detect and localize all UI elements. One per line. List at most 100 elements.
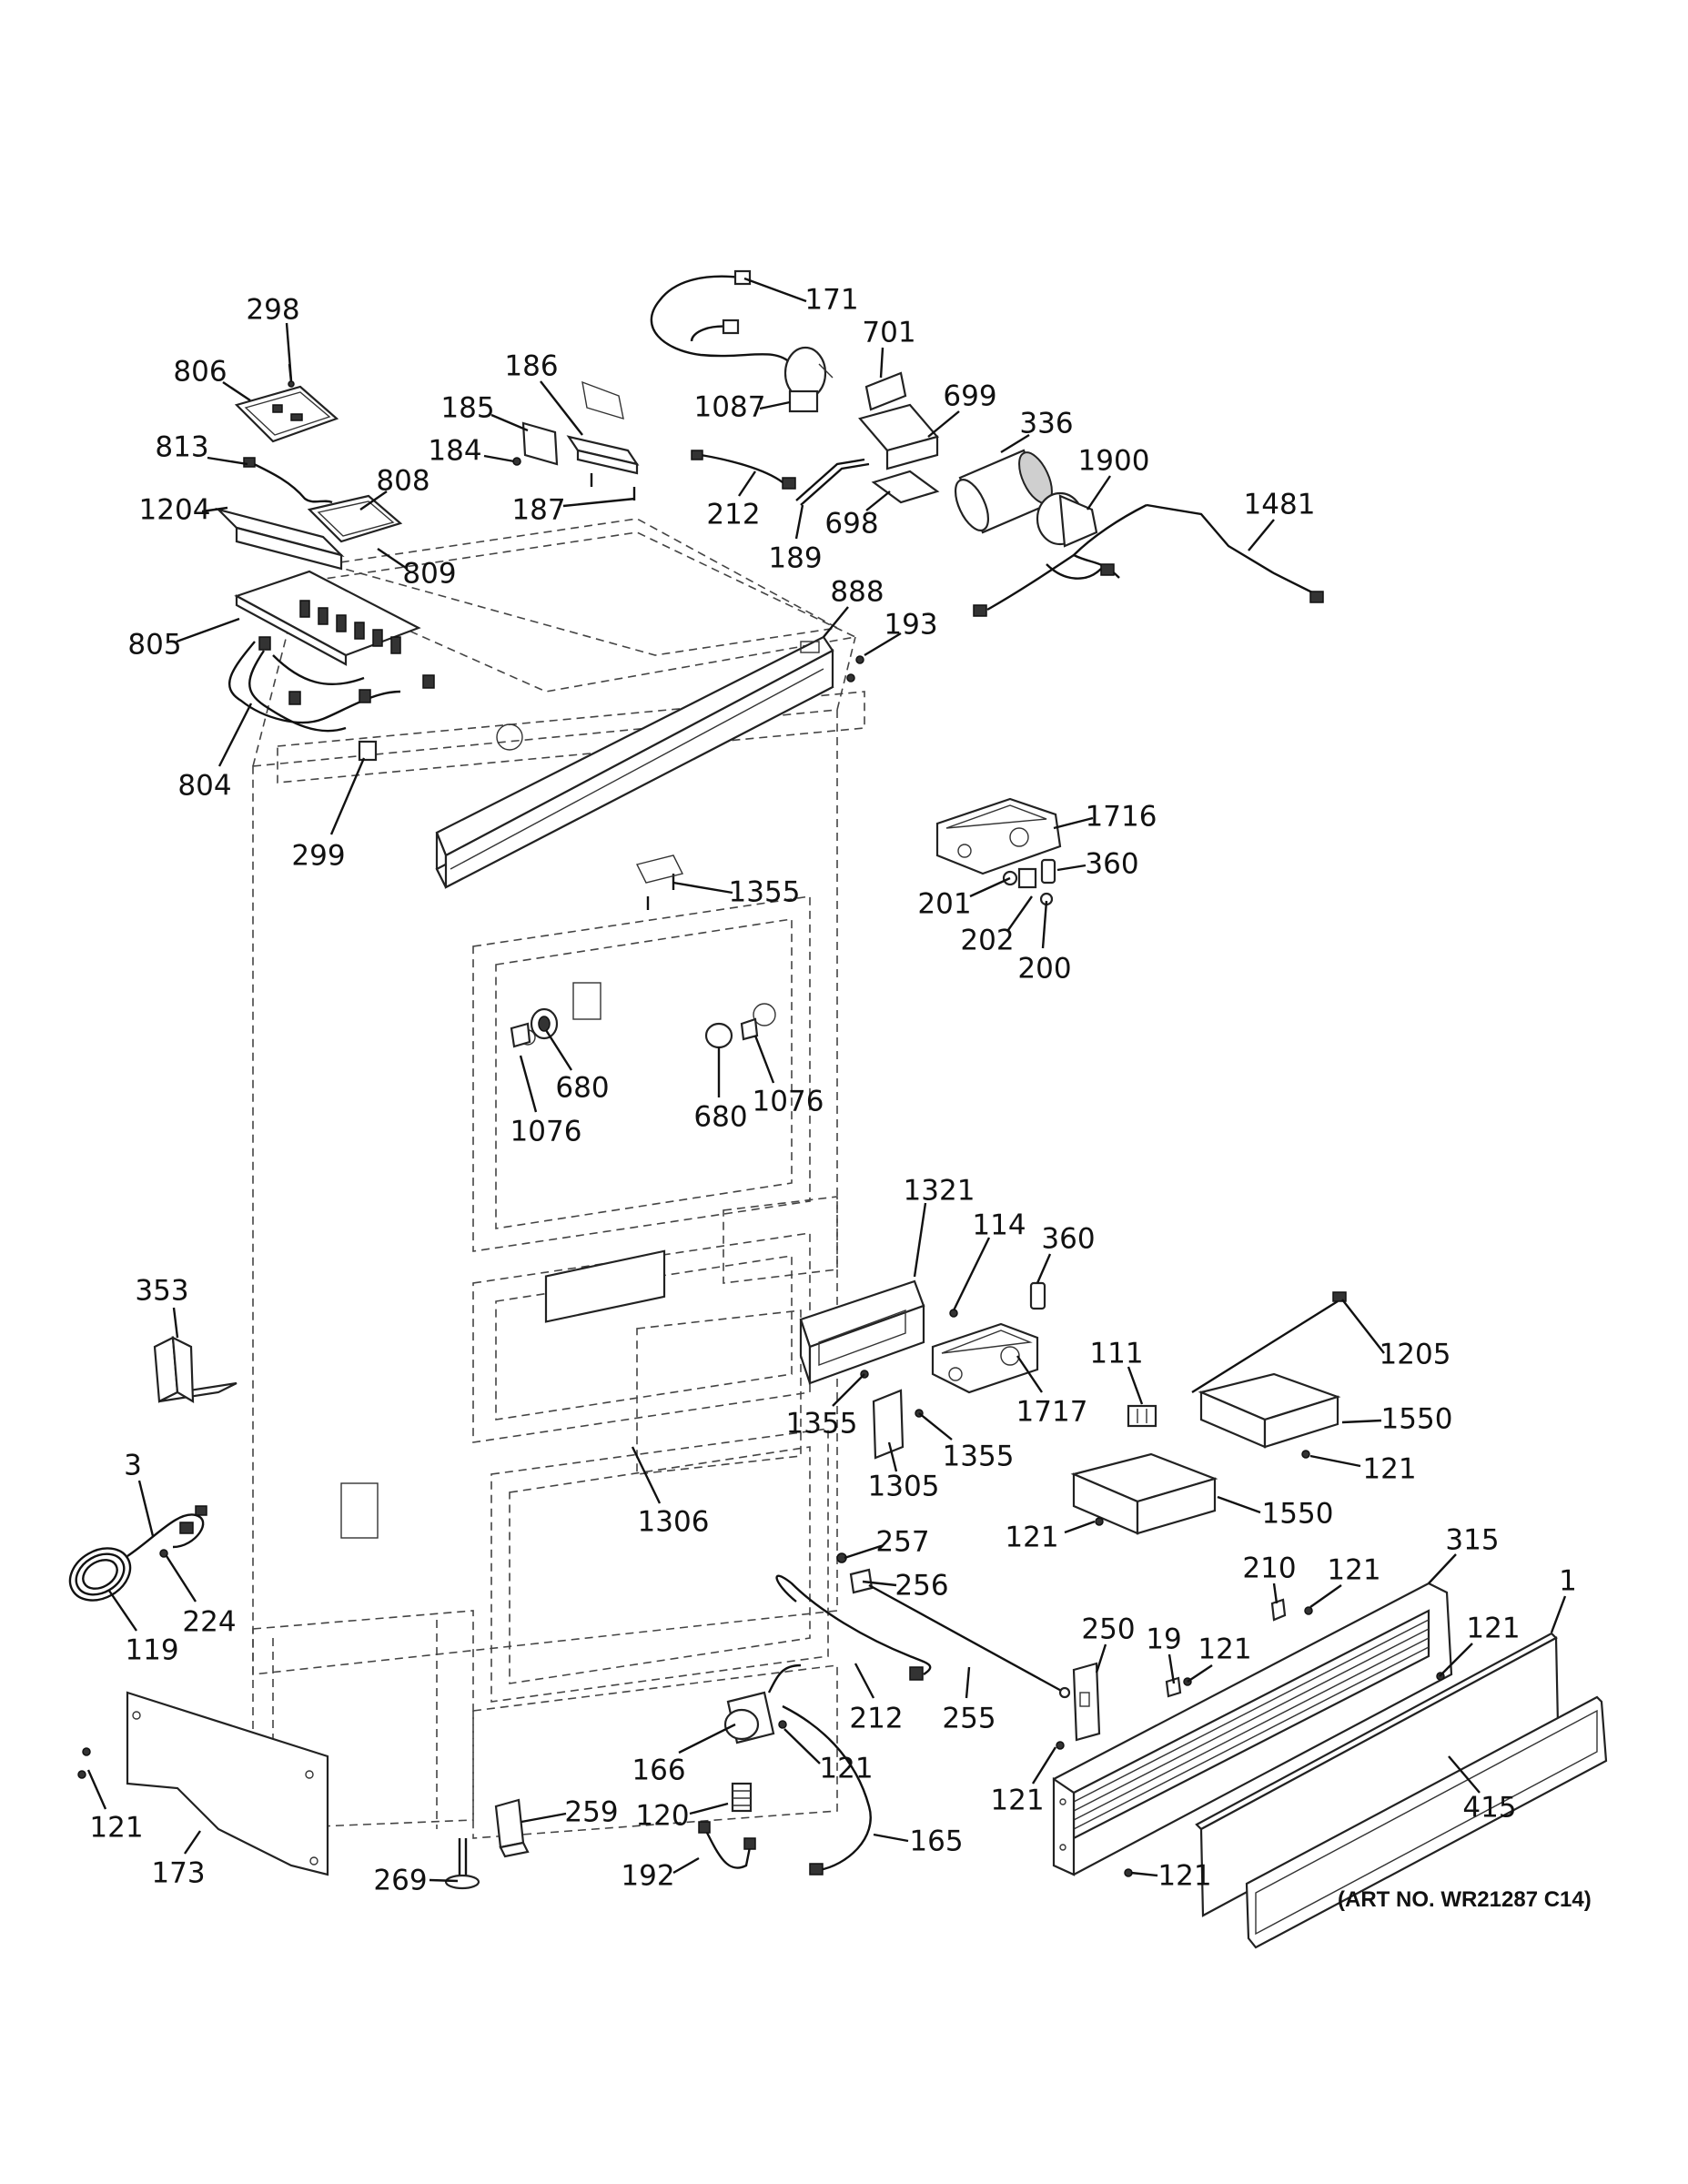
callout-number: 202 <box>960 925 1014 957</box>
switch-111 <box>1127 1404 1157 1428</box>
callout-number: 121 <box>1362 1453 1416 1486</box>
callout-number: 1550 <box>1262 1498 1334 1531</box>
leader-line <box>1309 1454 1361 1468</box>
callout-number: 1355 <box>786 1408 858 1441</box>
callout-number: 200 <box>1017 953 1071 986</box>
callout-number: 804 <box>177 770 231 803</box>
callout-number: 1900 <box>1078 445 1150 478</box>
panel-173 <box>126 1691 329 1876</box>
callout-number: 257 <box>875 1526 929 1559</box>
callout-number: 298 <box>246 294 299 327</box>
leader-line <box>832 1373 865 1407</box>
callout-number: 805 <box>127 629 181 662</box>
cover-1550-upper <box>1198 1372 1341 1449</box>
housing-699 <box>858 403 939 470</box>
callout-number: 680 <box>555 1072 609 1105</box>
bracket-353 <box>153 1336 238 1403</box>
callout-number: 698 <box>824 508 878 541</box>
leader-line <box>1064 1520 1096 1534</box>
callout-number: 224 <box>182 1606 236 1639</box>
callout-number: 192 <box>621 1860 674 1893</box>
callout-number: 121 <box>1157 1860 1211 1893</box>
leader-line <box>544 1029 573 1071</box>
board-808 <box>307 494 403 543</box>
leader-line <box>913 1202 927 1278</box>
callout-number: 806 <box>173 356 227 389</box>
bracket-202 <box>1017 867 1037 889</box>
panel-415 <box>1245 1695 1608 1949</box>
leader-line <box>108 1590 137 1632</box>
screw-121-bottom <box>1124 1868 1133 1877</box>
callout-number: 1355 <box>729 876 801 909</box>
leader-line <box>521 1812 567 1824</box>
leader-line <box>1439 1643 1473 1677</box>
tube-165 <box>782 1704 872 1876</box>
callout-number: 121 <box>1198 1633 1251 1666</box>
callout-number: 193 <box>884 609 937 642</box>
panel-1306 <box>544 1249 666 1323</box>
screw-184 <box>512 457 521 466</box>
leader-line <box>429 1878 459 1883</box>
leader-line <box>1007 895 1033 931</box>
callout-number: 1076 <box>510 1116 582 1148</box>
leader-line <box>1016 1355 1043 1393</box>
callout-number: 210 <box>1242 1552 1296 1585</box>
harness-212-lower <box>775 1574 932 1681</box>
leader-line <box>359 490 388 511</box>
callout-number: 121 <box>1327 1554 1380 1587</box>
clip-256 <box>849 1568 874 1594</box>
pin-360-lower <box>1029 1281 1046 1310</box>
cord-119 <box>68 1505 207 1602</box>
leader-line <box>927 410 960 438</box>
leader-line <box>285 322 293 381</box>
callout-number: 259 <box>564 1796 618 1829</box>
leader-line <box>137 1480 155 1537</box>
callout-number: 121 <box>819 1753 873 1785</box>
callout-number: 114 <box>972 1209 1026 1242</box>
leader-line <box>519 1055 538 1113</box>
leader-line <box>1087 475 1111 511</box>
leader-line <box>540 380 583 436</box>
rod-1205 <box>1191 1291 1347 1394</box>
leader-line <box>738 470 756 497</box>
screw-121-bracket <box>1056 1741 1065 1750</box>
leader-line <box>689 1802 729 1815</box>
stop-1076-right <box>740 1017 759 1041</box>
callout-number: 212 <box>849 1703 903 1735</box>
bracket-185 <box>521 421 559 466</box>
callout-number: 1355 <box>943 1441 1015 1473</box>
callout-number: 1 <box>1559 1565 1577 1598</box>
hinge-bracket-1321 <box>799 1279 925 1385</box>
callout-number: 201 <box>917 888 971 921</box>
leveling-leg-269 <box>444 1838 480 1890</box>
callout-number: 173 <box>151 1857 205 1890</box>
bracket-259 <box>494 1798 530 1858</box>
leader-line <box>1187 1664 1213 1683</box>
valve-1087 <box>783 346 834 413</box>
callout-number: 1481 <box>1244 489 1316 521</box>
leader-line <box>329 757 366 835</box>
leader-line <box>222 381 251 401</box>
callout-number: 1717 <box>1016 1396 1088 1429</box>
leader-line <box>1217 1495 1261 1514</box>
callout-number: 415 <box>1462 1792 1516 1825</box>
harness-212-top <box>691 450 796 490</box>
callout-number: 701 <box>862 317 915 349</box>
leader-line <box>1272 1582 1279 1604</box>
leader-line <box>1127 1366 1144 1405</box>
screws-193 <box>846 655 864 682</box>
leader-line <box>1036 1253 1052 1284</box>
callout-number: 1087 <box>694 391 766 424</box>
control-housing <box>435 635 834 889</box>
leader-line <box>864 632 902 657</box>
leader-line <box>1041 900 1048 949</box>
callout-number: 1205 <box>1380 1339 1451 1371</box>
tube-171 <box>650 269 793 365</box>
bracket-186 <box>566 380 640 475</box>
callout-number: 888 <box>830 576 884 609</box>
leader-line <box>965 1666 971 1699</box>
callout-number: 250 <box>1081 1613 1135 1646</box>
screw-121-1550 <box>1301 1450 1310 1459</box>
leader-line <box>672 881 733 895</box>
callout-number: 269 <box>373 1865 427 1897</box>
